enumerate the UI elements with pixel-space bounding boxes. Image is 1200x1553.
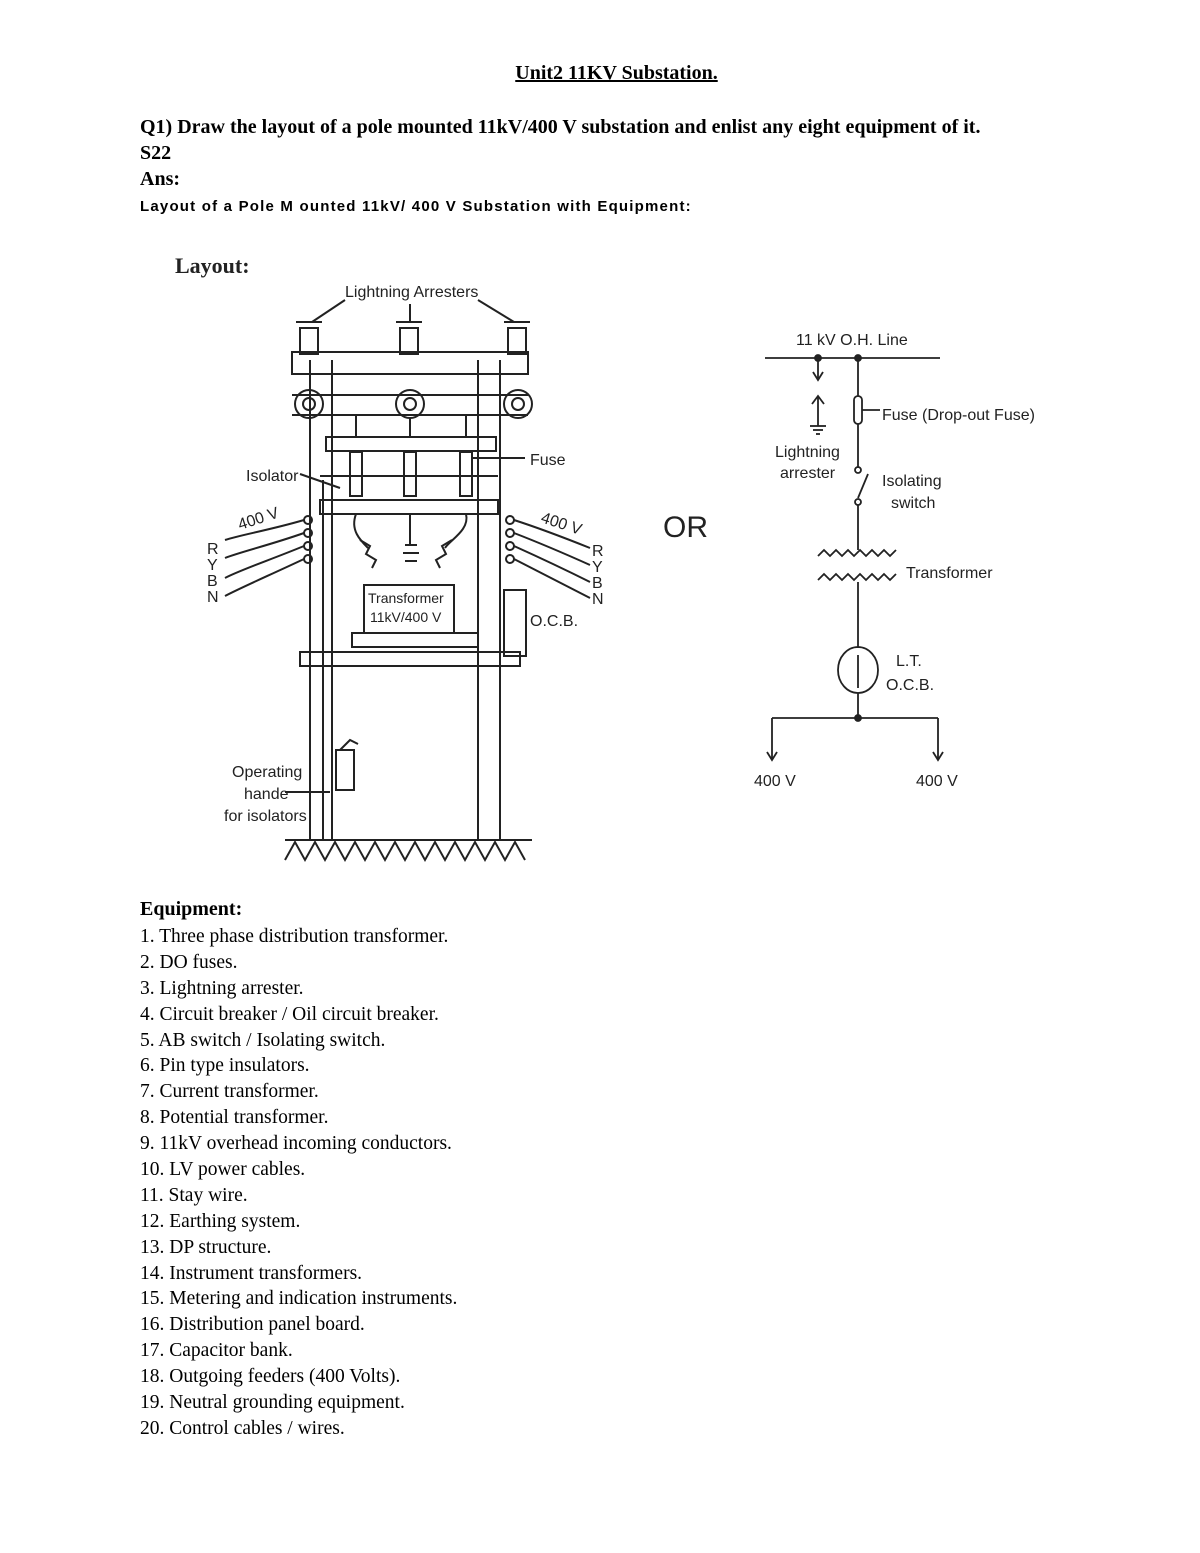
phase-r-left: R [207, 541, 219, 558]
list-item: 18. Outgoing feeders (400 Volts). [140, 1366, 401, 1388]
lt-ocb-label-1: L.T. [896, 653, 922, 670]
answer-label: Ans: [140, 168, 181, 190]
list-item: 6. Pin type insulators. [140, 1055, 310, 1077]
list-item: 10. LV power cables. [140, 1159, 306, 1181]
list-item: 19. Neutral grounding equipment. [140, 1392, 405, 1414]
phase-n-right: N [592, 591, 604, 608]
list-item: 9. 11kV overhead incoming conductors. [140, 1133, 452, 1155]
isolator-label: Isolator [246, 468, 299, 485]
list-item: 5. AB switch / Isolating switch. [140, 1029, 386, 1051]
output-400v-left: 400 V [754, 773, 796, 790]
phase-b-right: B [592, 575, 603, 592]
lightning-arrester-label-1: Lightning [775, 444, 840, 461]
equipment-list: 1. Three phase distribution transformer.… [140, 924, 457, 1442]
or-label: OR [663, 511, 708, 544]
phase-y-right: Y [592, 559, 603, 576]
list-item: 14. Instrument transformers. [140, 1262, 363, 1284]
list-item: 4. Circuit breaker / Oil circuit breaker… [140, 1003, 439, 1025]
pole-structure-drawing [224, 299, 591, 863]
list-item: 15. Metering and indication instruments. [140, 1288, 458, 1310]
operating-handle-label-3: for isolators [224, 808, 307, 825]
phase-y-left: Y [207, 557, 218, 574]
lv-400v-left-label: 400 V [236, 505, 281, 534]
dropout-fuse-label: Fuse (Drop-out Fuse) [882, 407, 1035, 424]
layout-heading: Layout: [175, 253, 250, 278]
list-item: 11. Stay wire. [140, 1184, 248, 1206]
ocb-label: O.C.B. [530, 613, 578, 630]
phase-b-left: B [207, 573, 218, 590]
operating-handle-label-1: Operating [232, 764, 302, 781]
lv-400v-right-label: 400 V [539, 510, 584, 539]
substation-figure: Layout: Lightning Arresters Isolator Fus… [175, 253, 1035, 863]
transformer-label-1: Transformer [368, 590, 444, 606]
equipment-heading: Equipment: [140, 898, 243, 920]
list-item: 12. Earthing system. [140, 1210, 301, 1232]
lightning-arresters-label: Lightning Arresters [345, 284, 478, 301]
list-item: 2. DO fuses. [140, 951, 238, 973]
list-item: 13. DP structure. [140, 1236, 272, 1258]
lightning-arrester-label-2: arrester [780, 465, 836, 482]
list-item: 1. Three phase distribution transformer. [140, 926, 449, 947]
lt-ocb-label-2: O.C.B. [886, 677, 934, 694]
question-text: Q1) Draw the layout of a pole mounted 11… [140, 116, 981, 138]
list-item: 3. Lightning arrester. [140, 977, 304, 999]
isolating-switch-label-1: Isolating [882, 473, 942, 490]
output-400v-right: 400 V [916, 773, 958, 790]
list-item: 17. Capacitor bank. [140, 1340, 293, 1362]
isolating-switch-label-2: switch [891, 495, 935, 512]
list-item: 16. Distribution panel board. [140, 1314, 365, 1336]
fuse-label: Fuse [530, 452, 566, 469]
list-item: 7. Current transformer. [140, 1081, 319, 1103]
operating-handle-label-2: hande [244, 786, 289, 803]
transformer-symbol-label: Transformer [906, 565, 993, 582]
question-tag: S22 [140, 142, 172, 164]
phase-n-left: N [207, 589, 219, 606]
oh-line-label: 11 kV O.H. Line [796, 332, 908, 349]
list-item: 20. Control cables / wires. [140, 1417, 345, 1439]
answer-subheading: Layout of a Pole M ounted 11kV/ 400 V Su… [140, 198, 692, 215]
single-line-diagram [765, 354, 944, 762]
page-title: Unit2 11KV Substation. [515, 62, 718, 84]
transformer-label-2: 11kV/400 V [370, 609, 442, 625]
phase-r-right: R [592, 543, 604, 560]
list-item: 8. Potential transformer. [140, 1107, 329, 1129]
